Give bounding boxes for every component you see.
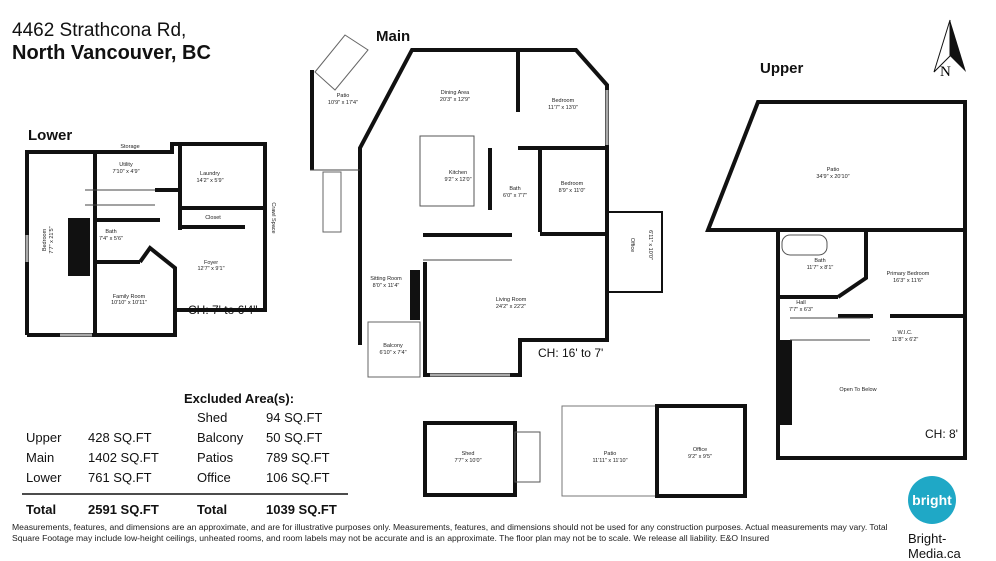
room-name: Primary Bedroom [887,271,930,277]
level-title-main: Main [376,28,411,45]
room-dims: 9'2" x 12'0" [444,177,471,183]
total-label: Total [197,502,228,517]
area-value: 428 SQ.FT [88,430,152,445]
room-name: Office [629,238,635,252]
room-name: Utility [119,162,133,168]
room-name: Patio [604,451,617,457]
room-name: Dining Area [441,90,470,96]
room-name: Bath [814,258,825,264]
room-name: Bedroom [561,181,584,187]
excluded-title: Excluded Area(s): [184,391,295,406]
room-dims: 7'7" x 10'0" [454,458,481,464]
outbuildings-plan [423,404,747,498]
lower-plan [25,142,267,337]
ceiling-height-upper: CH: 8' [925,427,958,441]
room-dims: 7'7" x 21'5" [49,226,55,253]
disclaimer: Measurements, features, and dimensions a… [12,522,888,543]
area-label: Main [26,450,55,465]
room-dims: 8'0" x 11'4" [373,283,400,289]
room-name: Open To Below [839,387,876,393]
room-name: Living Room [496,297,527,303]
address-line1: 4462 Strathcona Rd, [12,20,187,41]
area-value: 106 SQ.FT [266,470,330,485]
area-value: 761 SQ.FT [88,470,152,485]
area-value: 789 SQ.FT [266,450,330,465]
room-name: Bath [509,186,520,192]
room-dims: 8'9" x 11'0" [559,188,586,194]
room-dims: 20'3" x 12'9" [440,97,470,103]
area-value: 50 SQ.FT [266,430,323,445]
address-line2: North Vancouver, BC [12,42,211,64]
area-label: Shed [197,410,228,425]
area-value: 1402 SQ.FT [88,450,159,465]
room-dims: 6'0" x 7'7" [503,193,527,199]
total-value: 1039 SQ.FT [266,502,337,517]
room-name: Closet [205,215,221,221]
compass-icon: N [933,19,966,80]
room-dims: 10'10" x 10'11" [111,300,147,306]
room-name: Shed [462,451,475,457]
level-title-upper: Upper [760,60,804,77]
room-dims: 11'11" x 11'10" [592,458,627,464]
main-plan [310,34,663,378]
room-name: Office [693,447,707,453]
room-dims: 6'11" x 10'0" [647,230,653,260]
compass-label: N [940,64,951,80]
area-label: Upper [26,430,62,445]
brand-logo: bright [908,476,956,524]
room-dims: 11'7" x 13'0" [548,105,578,111]
room-name: Laundry [200,171,220,177]
room-dims: 14'2" x 5'9" [196,178,223,184]
room-dims: 7'10" x 4'9" [112,169,139,175]
room-dims: 9'2" x 9'5" [688,454,712,460]
room-name: Foyer [204,260,218,266]
total-value: 2591 SQ.FT [88,502,159,517]
room-dims: 34'9" x 20'10" [816,174,849,180]
room-name: Crawl Space [270,202,276,233]
ceiling-height-lower: CH: 7' to 6'4" [188,303,258,317]
brand-site: Bright-Media.ca [908,531,961,561]
area-label: Lower [26,470,62,485]
room-name: Bedroom [552,98,575,104]
room-dims: 11'8" x 6'2" [892,337,919,343]
area-label: Balcony [197,430,244,445]
room-name: Sitting Room [370,276,402,282]
room-name: Storage [120,144,139,150]
room-name: Family Room [113,294,146,300]
room-dims: 7'4" x 5'6" [99,236,123,242]
room-name: Balcony [383,343,403,349]
room-name: Kitchen [449,170,467,176]
room-dims: 6'10" x 7'4" [379,350,406,356]
room-dims: 11'7" x 8'1" [807,265,834,271]
room-name: W.I.C. [898,330,913,336]
room-name: Bedroom [42,228,48,251]
room-name: Patio [827,167,840,173]
room-dims: 24'2" x 22'2" [496,304,526,310]
upper-plan [705,100,967,460]
room-name: Bath [105,229,116,235]
room-dims: 10'9" x 17'4" [328,100,358,106]
total-label: Total [26,502,57,517]
room-dims: 12'7" x 9'1" [197,266,224,272]
area-value: 94 SQ.FT [266,410,323,425]
room-name: Patio [337,93,350,99]
area-label: Office [197,470,231,485]
level-title-lower: Lower [28,127,73,144]
area-label: Patios [197,450,234,465]
room-name: Hall [796,300,805,306]
ceiling-height-main: CH: 16' to 7' [538,346,603,360]
room-dims: 7'7" x 6'3" [789,307,813,313]
room-dims: 16'3" x 11'6" [893,278,923,284]
